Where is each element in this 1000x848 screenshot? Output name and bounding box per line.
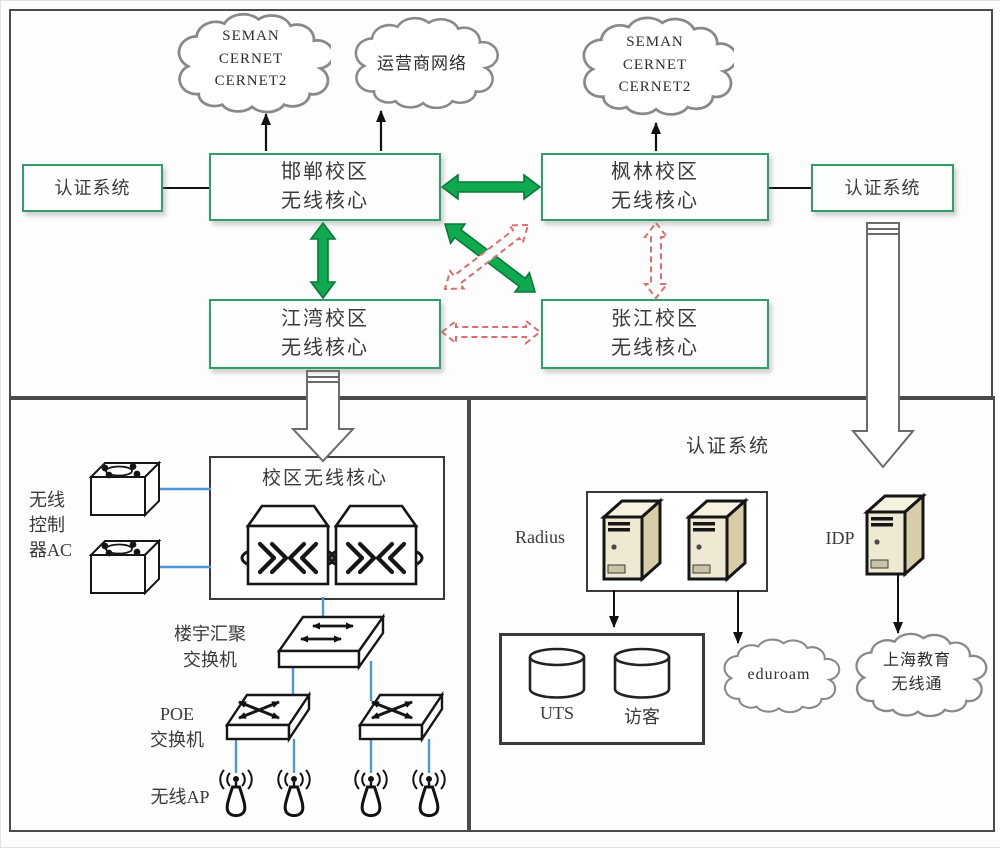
aggregation-switch-icon xyxy=(276,613,386,671)
node-fenglin-wireless-core: 枫林校区 无线核心 xyxy=(541,153,769,221)
cloud-seman-right: SEMAN CERNET CERNET2 xyxy=(586,31,724,99)
node-label: 认证系统 xyxy=(54,177,131,198)
label-line: 楼宇汇聚 xyxy=(174,624,246,644)
node-label: 枫林校区 xyxy=(611,161,699,183)
label-line: 无线 xyxy=(29,490,65,510)
node-jiangwan-wireless-core: 江湾校区 无线核心 xyxy=(209,299,441,369)
core-interconnect-section xyxy=(9,9,993,400)
wireless-controller-icon xyxy=(88,460,162,596)
guest-db-label: 访客 xyxy=(624,707,660,727)
cloud-seman-left: SEMAN CERNET CERNET2 xyxy=(181,25,321,93)
cloud-label: CERNET xyxy=(622,56,688,73)
node-auth-system-left: 认证系统 xyxy=(22,164,163,212)
label-line: 交换机 xyxy=(150,730,204,751)
label-line: 控制 xyxy=(29,515,65,536)
core-switch-icon xyxy=(240,504,424,586)
uts-db-label: UTS xyxy=(539,703,574,723)
node-label: 邯郸校区 xyxy=(281,161,369,183)
node-label: 无线核心 xyxy=(611,337,699,359)
cloud-carrier: 运营商网络 xyxy=(353,51,491,77)
cloud-label: SEMAN xyxy=(222,28,280,44)
label-line: 器AC xyxy=(29,540,73,561)
campus-core-title: 校区无线核心 xyxy=(261,468,388,489)
flow-down-arrow-icon xyxy=(290,222,916,469)
cloud-label: 运营商网络 xyxy=(377,54,467,73)
aggregation-switch-label: 楼宇汇聚 交换机 xyxy=(151,621,269,673)
node-auth-system-right: 认证系统 xyxy=(811,164,954,212)
cloud-label: CERNET2 xyxy=(618,79,692,95)
wireless-controller-label: 无线 控制 器AC xyxy=(29,488,101,564)
node-label: 江湾校区 xyxy=(281,308,369,330)
uplink-arrow-icon xyxy=(261,110,661,151)
auth-detail-title: 认证系统 xyxy=(685,436,770,457)
access-point-icon xyxy=(219,769,446,818)
auth-system-section xyxy=(467,396,995,832)
poe-switch-icon xyxy=(224,691,445,743)
cloud-label: CERNET xyxy=(218,50,284,67)
node-label: 无线核心 xyxy=(281,190,369,212)
cloud-label: 无线通 xyxy=(891,676,943,693)
node-label: 无线核心 xyxy=(281,337,369,359)
backup-link-arrow xyxy=(440,221,670,346)
node-label: 认证系统 xyxy=(844,177,921,198)
cloud-eduroam: eduroam xyxy=(719,663,839,687)
label-line: 交换机 xyxy=(183,650,237,671)
cable-line xyxy=(159,487,431,773)
node-label: 张江校区 xyxy=(611,308,699,330)
radius-label: Radius xyxy=(514,527,565,547)
cloud-label: eduroam xyxy=(747,666,811,683)
server-icon xyxy=(600,492,927,583)
label-line: POE xyxy=(159,704,194,724)
idp-label: IDP xyxy=(825,528,855,548)
node-handan-wireless-core: 邯郸校区 无线核心 xyxy=(209,153,441,221)
auth-flow-arrow xyxy=(609,574,903,644)
node-label: 无线核心 xyxy=(611,190,699,212)
database-icon xyxy=(528,647,671,699)
cloud-label: CERNET2 xyxy=(214,73,288,89)
poe-switch-label: POE 交换机 xyxy=(121,701,233,753)
cloud-label: SEMAN xyxy=(626,34,684,50)
campus-access-section xyxy=(9,396,471,832)
node-zhangjiang-wireless-core: 张江校区 无线核心 xyxy=(541,299,769,369)
cloud-label: 上海教育 xyxy=(882,652,951,669)
wireless-ap-label: 无线AP xyxy=(150,787,210,807)
cloud-shanghai-edu: 上海教育 无线通 xyxy=(854,649,980,697)
